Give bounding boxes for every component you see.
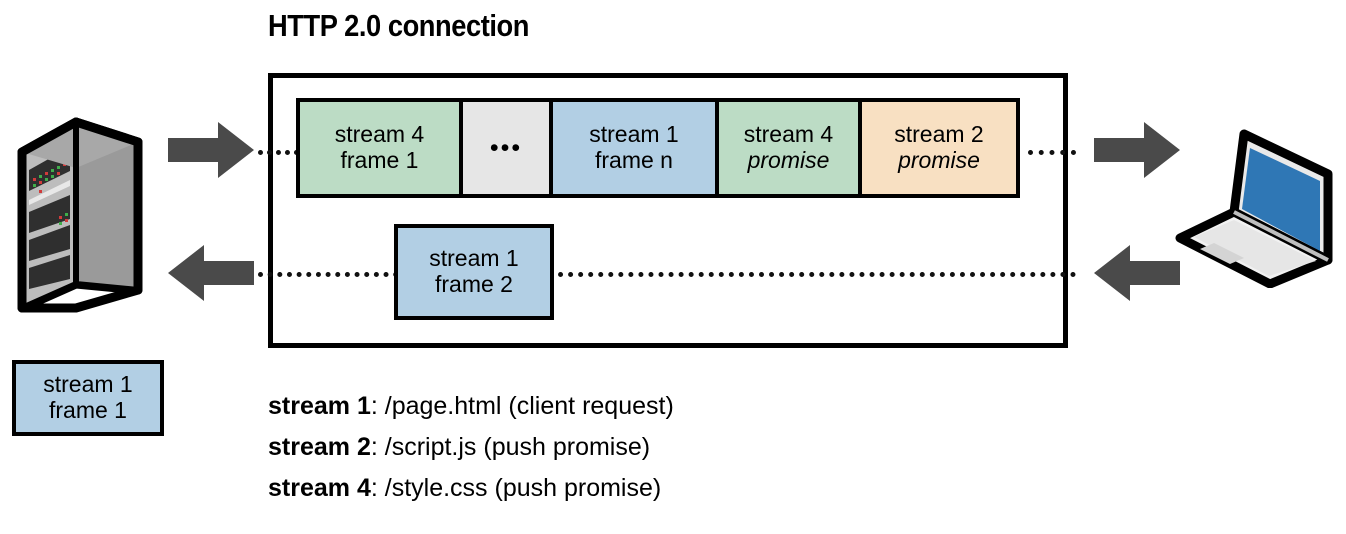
frame-label-line2: promise <box>747 147 830 173</box>
legend-item-stream2: stream 2: /script.js (push promise) <box>268 427 674 468</box>
downstream-channel-line-right <box>548 272 1076 277</box>
frame-box-stream1-framen[interactable]: stream 1 frame n <box>549 98 719 198</box>
frame-box-stream4-frame1[interactable]: stream 4 frame 1 <box>296 98 463 198</box>
legend-stream-detail: : /style.css (push promise) <box>370 474 662 502</box>
frame-label-line1: stream 4 <box>743 121 834 148</box>
page-title: HTTP 2.0 connection <box>268 8 529 43</box>
legend-stream-detail: : /page.html (client request) <box>370 392 674 420</box>
frame-label-line1: stream 2 <box>894 121 984 148</box>
legend-stream-label: stream 4 <box>268 474 371 502</box>
legend: stream 1: /page.html (client request) st… <box>268 386 674 509</box>
frame-label-line2: frame 2 <box>435 271 513 297</box>
ellipsis-label: ••• <box>489 134 523 162</box>
legend-stream-detail: : /script.js (push promise) <box>370 433 651 461</box>
frame-label-line2: frame n <box>595 147 673 173</box>
frame-label-line2: frame 1 <box>49 397 127 423</box>
frame-label-line2: frame 1 <box>340 147 419 173</box>
downstream-channel-line-left <box>258 272 408 277</box>
upstream-channel-line-left <box>258 150 308 155</box>
arrow-left-icon <box>1094 245 1180 301</box>
arrow-right-icon <box>1094 122 1180 178</box>
frame-label-line1: stream 1 <box>429 245 519 272</box>
legend-item-stream1: stream 1: /page.html (client request) <box>268 386 674 427</box>
frame-box-stream2-promise[interactable]: stream 2 promise <box>858 98 1020 198</box>
frame-box-ellipsis[interactable]: ••• <box>459 98 553 198</box>
frame-box-standalone-stream1-frame1[interactable]: stream 1 frame 1 <box>12 360 164 436</box>
server-icon <box>17 117 143 313</box>
frame-label-line1: stream 4 <box>334 121 425 148</box>
arrow-left-icon <box>168 245 254 301</box>
upstream-frame-strip: stream 4 frame 1 ••• stream 1 frame n st… <box>296 98 1020 198</box>
legend-stream-label: stream 2 <box>268 433 371 461</box>
frame-box-stream4-promise[interactable]: stream 4 promise <box>715 98 862 198</box>
frame-label-line1: stream 1 <box>589 121 679 148</box>
frame-box-stream1-frame2[interactable]: stream 1 frame 2 <box>394 224 554 320</box>
frame-label-line1: stream 1 <box>43 371 133 398</box>
arrow-right-icon <box>168 122 254 178</box>
laptop-icon <box>1175 129 1333 288</box>
legend-item-stream4: stream 4: /style.css (push promise) <box>268 468 674 509</box>
frame-label-line2: promise <box>898 147 980 173</box>
upstream-channel-line-right <box>1028 150 1076 155</box>
legend-stream-label: stream 1 <box>268 392 371 420</box>
http2-connection-box <box>268 73 1068 348</box>
